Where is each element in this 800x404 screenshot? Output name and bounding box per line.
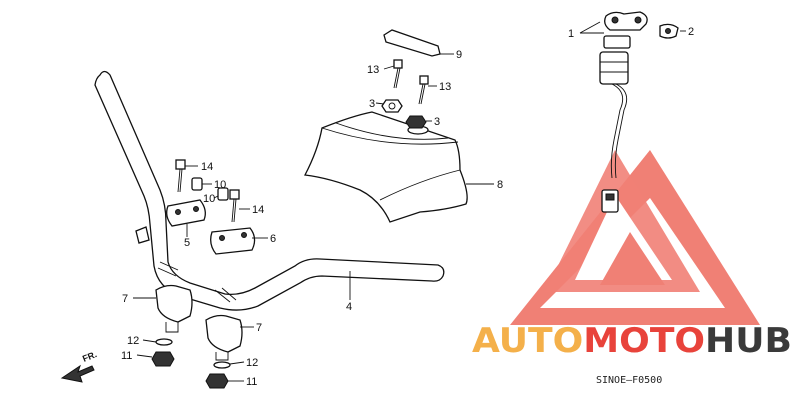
callout-8: 8: [497, 179, 503, 191]
callout-11-left: 11: [121, 350, 132, 362]
watermark-logo-icon: [510, 150, 760, 325]
ignition-switch: [599, 11, 648, 213]
callout-3-left: 3: [369, 98, 375, 110]
watermark-part-moto: MOTO: [583, 321, 705, 361]
front-direction-label: FR.: [81, 349, 98, 364]
lower-holder-7-right: [205, 314, 243, 361]
handlebar-cover: [303, 111, 468, 223]
callout-11-right: 11: [246, 376, 257, 388]
nut-3-right: [405, 115, 427, 129]
diagram-code: SINOE–F0500: [596, 375, 662, 386]
callout-7-right: 7: [256, 322, 262, 334]
callout-10-lower: 10: [203, 193, 215, 205]
callout-9: 9: [456, 49, 462, 61]
bolt-13-left: [393, 59, 403, 89]
upper-holder-6: [210, 227, 256, 255]
callout-12-left: 12: [127, 335, 139, 347]
nut-11-left: [151, 351, 175, 367]
leader-lines: [133, 21, 686, 382]
nut-3-left: [381, 99, 403, 113]
top-strip: [383, 29, 441, 57]
watermark-part-hub: HUB: [705, 321, 792, 361]
callout-12-right: 12: [246, 357, 258, 369]
callout-13-right: 13: [439, 81, 451, 93]
bushing-10-upper: [191, 177, 203, 191]
watermark-part-auto: AUTO: [472, 321, 583, 361]
nut-11-right: [205, 373, 229, 389]
bushing-10-lower: [217, 187, 229, 201]
callout-5: 5: [184, 237, 190, 249]
lower-holder-7-left: [155, 284, 193, 333]
bolt-14-lower: [229, 189, 240, 223]
upper-holder-5: [166, 199, 206, 227]
handlebar-pipe: [94, 70, 445, 311]
front-arrow-icon: [60, 364, 95, 383]
callout-13-left: 13: [367, 64, 379, 76]
callout-7-left: 7: [122, 293, 128, 305]
callout-3-right: 3: [434, 116, 440, 128]
washer-12-right: [213, 361, 231, 369]
callout-1: 1: [568, 28, 574, 40]
callout-4: 4: [346, 301, 352, 313]
bolt-14-upper: [175, 159, 186, 193]
callout-14-lower: 14: [252, 204, 264, 216]
washer-12-left: [155, 338, 173, 346]
switch-cap-2: [659, 23, 679, 39]
callout-2: 2: [688, 26, 694, 38]
callout-6: 6: [270, 233, 276, 245]
callout-14-upper: 14: [201, 161, 213, 173]
bolt-13-right: [418, 75, 429, 105]
callout-10-upper: 10: [214, 179, 226, 191]
